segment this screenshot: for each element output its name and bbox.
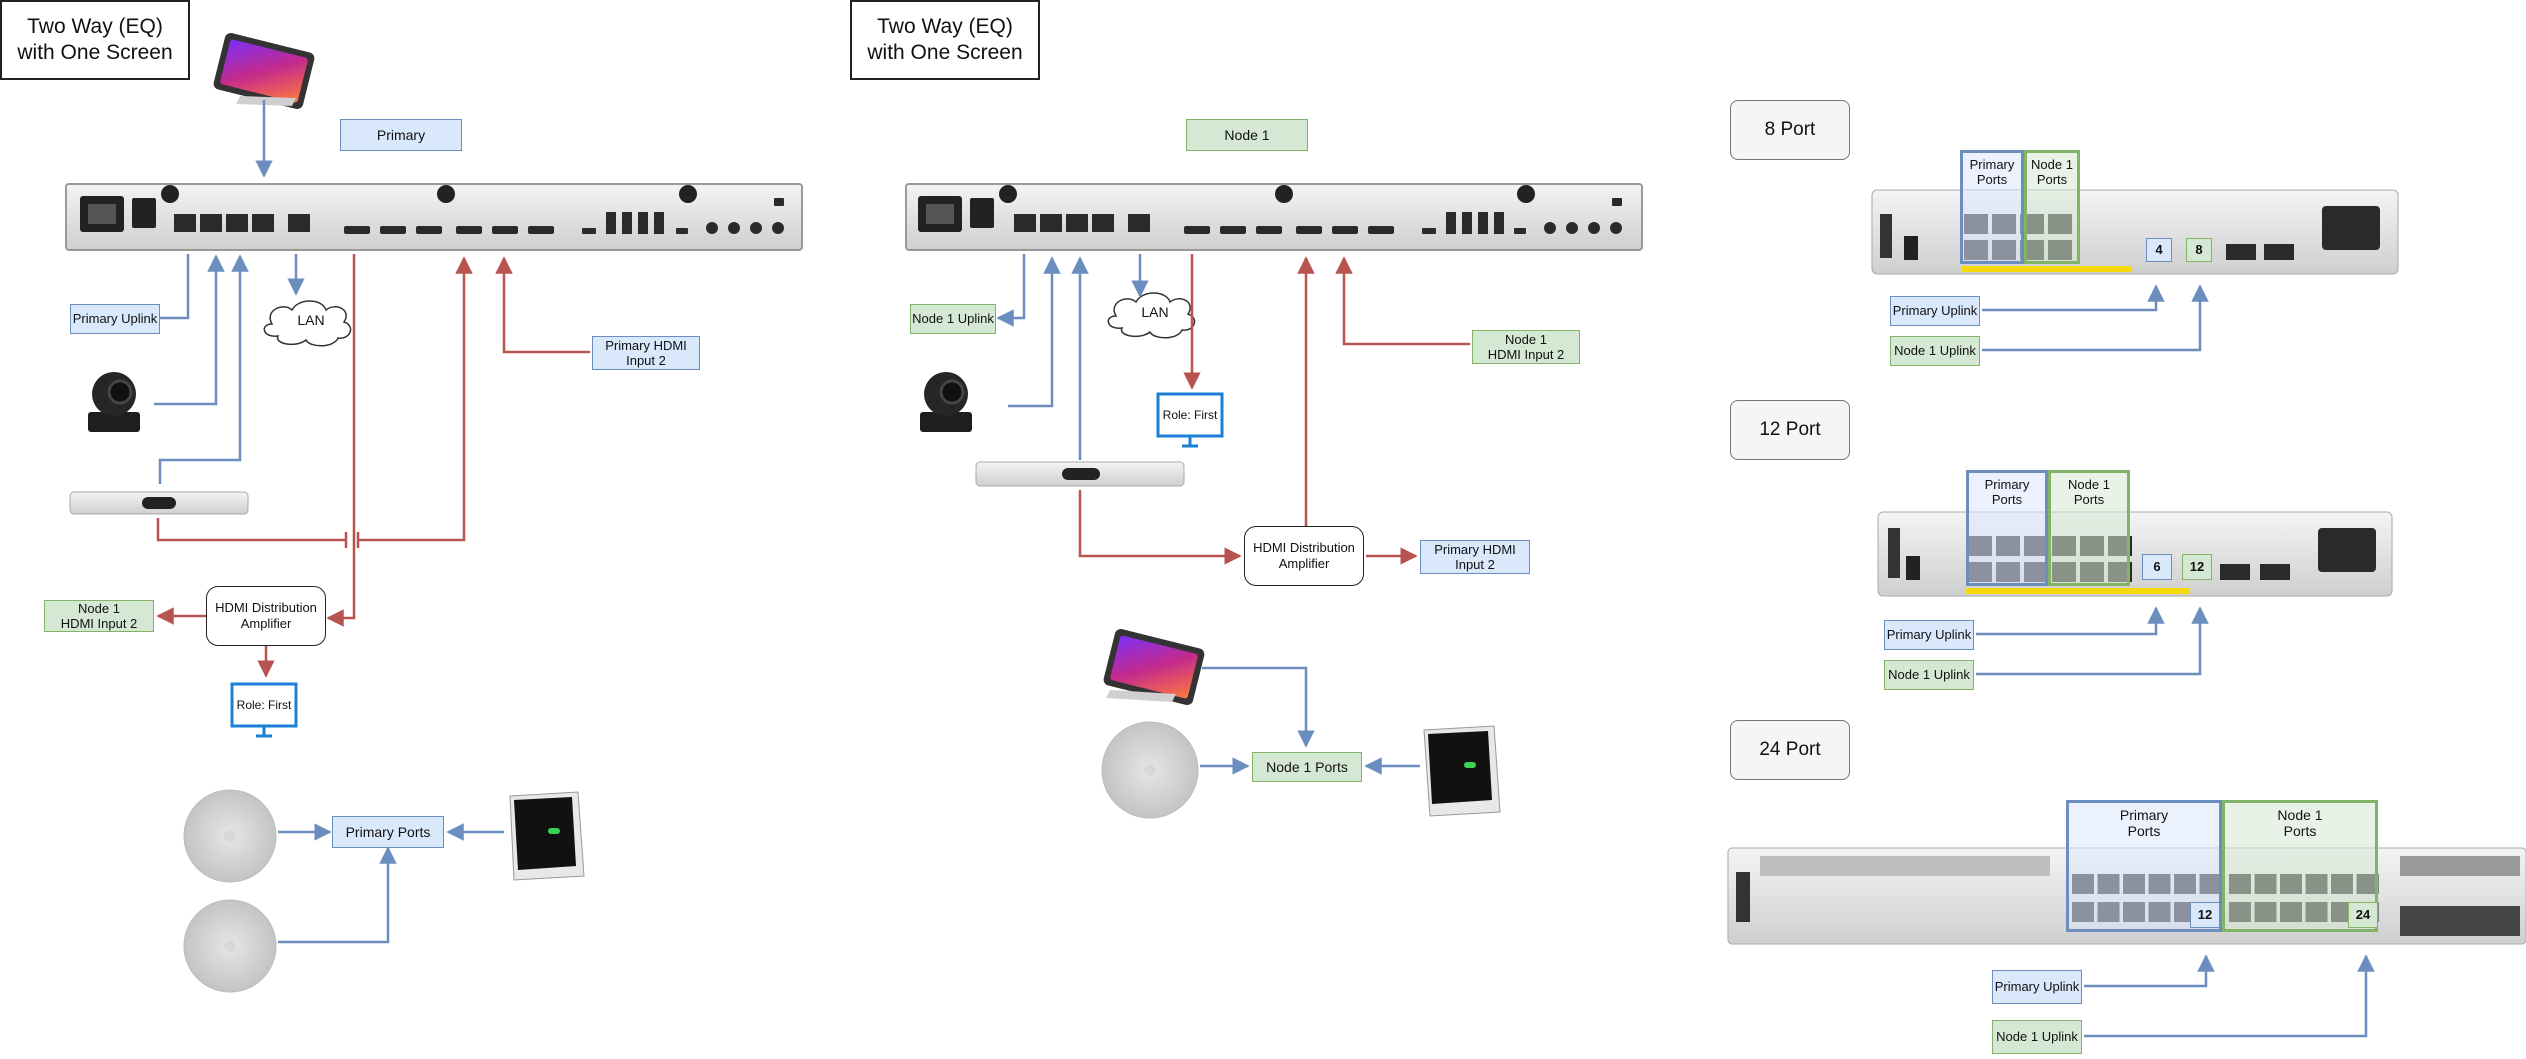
switch-label-12-port: 12 Port [1730, 400, 1850, 460]
primary-uplink-label: Primary Uplink [70, 304, 160, 334]
room-navigator-icon [1423, 725, 1501, 817]
node1-hdmi-input2-label: Node 1 HDMI Input 2 [1472, 330, 1580, 364]
uplink-port-number: 12 [2182, 554, 2212, 580]
node1-uplink-label: Node 1 Uplink [1992, 1020, 2082, 1054]
panel-title: Two Way (EQ) with One Screen [0, 0, 190, 80]
node1-uplink-label: Node 1 Uplink [910, 304, 996, 334]
lan-cloud-icon [263, 300, 352, 347]
codec-device [905, 183, 1643, 251]
touch-panel-icon [1103, 629, 1205, 705]
hdmi-cable [326, 254, 356, 627]
screen-icon [230, 682, 298, 738]
node1-hdmi-input2-label: Node 1 HDMI Input 2 [44, 600, 154, 632]
role-label-node1: Node 1 [1186, 119, 1308, 151]
network-cable [158, 254, 249, 484]
ceiling-mic-icon [1101, 721, 1199, 819]
network-cable [154, 254, 225, 406]
primary-uplink-label: Primary Uplink [1890, 296, 1980, 326]
switch-label-24-port: 24 Port [1730, 720, 1850, 780]
network-cable [1982, 284, 2209, 352]
hdmi-cable [1078, 490, 1242, 565]
hdmi-cable [358, 256, 473, 542]
network-cable [2084, 954, 2375, 1038]
network-cable [1976, 606, 2165, 636]
primary-ports-overlay: Primary Ports [2066, 800, 2222, 932]
panel-title: Two Way (EQ) with One Screen [850, 0, 1040, 80]
screen-icon [1156, 392, 1224, 448]
network-cable [1202, 666, 1315, 748]
node1-uplink-label: Node 1 Uplink [1884, 660, 1974, 690]
node1-ports-label: Node 1 Ports [1252, 752, 1362, 782]
primary-ports-label: Primary Ports [332, 816, 444, 848]
hdmi-cable [156, 518, 346, 542]
screen-role-label: Role: First [1162, 408, 1218, 422]
uplink-port-number: 6 [2142, 554, 2172, 580]
hdmi-distribution-amplifier: HDMI Distribution Amplifier [206, 586, 326, 646]
quad-camera-bar [69, 491, 249, 515]
network-cable [1976, 606, 2209, 676]
quad-camera-bar [975, 461, 1185, 487]
hdmi-cable [495, 256, 590, 354]
primary-ports-overlay: Primary Ports [1966, 470, 2048, 586]
primary-hdmi-input2-label: Primary HDMI Input 2 [1420, 540, 1530, 574]
network-cable [1008, 256, 1061, 408]
network-cable [996, 254, 1026, 327]
touch-panel-icon [213, 33, 315, 109]
lan-label: LAN [297, 312, 325, 328]
network-cable [2084, 954, 2215, 988]
primary-hdmi-input2-label: Primary HDMI Input 2 [592, 336, 700, 370]
ceiling-mic-icon [183, 899, 277, 993]
uplink-port-number: 12 [2190, 902, 2220, 928]
node1-uplink-label: Node 1 Uplink [1890, 336, 1980, 366]
lan-cloud-icon [1107, 292, 1196, 339]
primary-uplink-label: Primary Uplink [1992, 970, 2082, 1004]
camera-icon [920, 372, 972, 432]
codec-device [65, 183, 803, 251]
screen-role-label: Role: First [236, 698, 292, 712]
node1-ports-overlay: Node 1 Ports [2024, 150, 2080, 264]
primary-ports-overlay: Primary Ports [1960, 150, 2024, 264]
camera-icon [88, 372, 140, 432]
room-navigator-icon [509, 791, 585, 881]
lan-label: LAN [1141, 304, 1169, 320]
ceiling-mic-icon [183, 789, 277, 883]
uplink-port-number: 4 [2146, 238, 2172, 262]
node1-ports-overlay: Node 1 Ports [2048, 470, 2130, 586]
switch-8-port [1871, 189, 2399, 275]
hdmi-distribution-amplifier: HDMI Distribution Amplifier [1244, 526, 1364, 586]
hdmi-cable [1335, 256, 1470, 346]
switch-12-port [1877, 511, 2393, 597]
role-label-primary: Primary [340, 119, 462, 151]
uplink-port-number: 24 [2348, 902, 2378, 928]
switch-label-8-port: 8 Port [1730, 100, 1850, 160]
primary-uplink-label: Primary Uplink [1884, 620, 1974, 650]
network-cable [1982, 284, 2165, 312]
uplink-port-number: 8 [2186, 238, 2212, 262]
network-cable [278, 846, 397, 944]
